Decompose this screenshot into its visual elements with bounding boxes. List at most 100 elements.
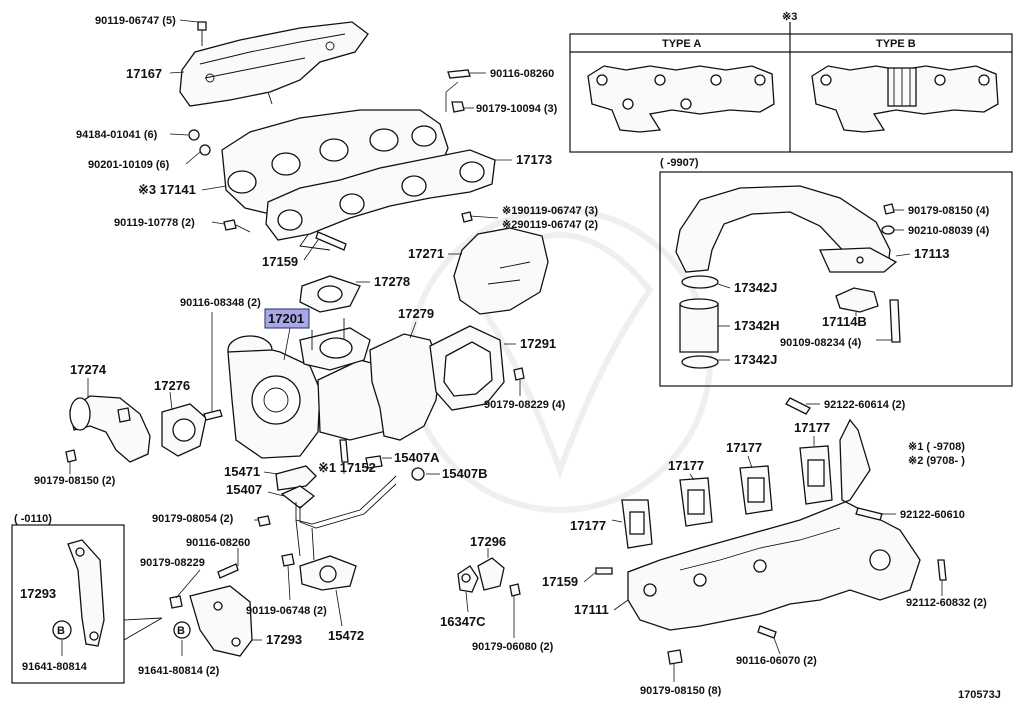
label-17296[interactable]: 17296: [470, 534, 506, 549]
washer-90201-10109[interactable]: [199, 144, 211, 156]
stud-92122-60614[interactable]: [785, 397, 811, 415]
label-17201[interactable]: 17201: [268, 311, 304, 326]
inset-bolt-91641[interactable]: [52, 620, 72, 640]
label-17274[interactable]: 17274: [70, 362, 107, 377]
label-17279[interactable]: 17279: [398, 306, 434, 321]
intake-elbow-17274[interactable]: [69, 395, 151, 463]
label-90179-08229-4[interactable]: 90179-08229 (4): [484, 399, 566, 411]
stud-90116-08348[interactable]: [203, 409, 223, 421]
label-90119-06747-5[interactable]: 90119-06747 (5): [95, 15, 176, 27]
stud-90116-08260-top[interactable]: [447, 69, 471, 79]
nut-90179-08150-left[interactable]: [65, 449, 77, 463]
label-90179-08150-8[interactable]: 90179-08150 (8): [640, 685, 722, 697]
nut-90179-08229-a[interactable]: [513, 367, 525, 381]
exhaust-manifold-gasket-17173[interactable]: [265, 149, 496, 241]
label-17114B[interactable]: 17114B: [822, 314, 867, 329]
label-17271[interactable]: 17271: [408, 246, 444, 261]
label-17177-c[interactable]: 17177: [794, 420, 830, 435]
oil-pipe-15407[interactable]: [280, 475, 397, 561]
label-90119-10778[interactable]: 90119-10778 (2): [114, 217, 195, 229]
gasket-16347C[interactable]: [457, 565, 479, 593]
gasket-17276[interactable]: [161, 403, 207, 457]
label-90116-08260-mid[interactable]: 90116-08260: [186, 537, 250, 549]
bolt-90119-06748[interactable]: [281, 553, 295, 567]
label-90116-08260-top[interactable]: 90116-08260: [490, 68, 554, 80]
label-17293[interactable]: 17293: [266, 632, 302, 647]
washer-90210-08039[interactable]: [881, 225, 895, 235]
label-15471[interactable]: 15471: [224, 464, 260, 479]
gasket-17291[interactable]: [429, 325, 505, 411]
label-17278[interactable]: 17278: [374, 274, 410, 289]
label-17177-d[interactable]: 17177: [570, 518, 606, 533]
bolt-91641-80814-main[interactable]: [173, 621, 191, 639]
label-90179-06080[interactable]: 90179-06080 (2): [472, 641, 554, 653]
inset-stay-17293[interactable]: [67, 539, 105, 647]
label-90109-08234[interactable]: 90109-08234 (4): [780, 337, 862, 349]
exhaust-manifold-17141[interactable]: [221, 109, 449, 251]
hose-17342H[interactable]: [679, 298, 719, 353]
label-90201-10109[interactable]: 90201-10109 (6): [88, 159, 170, 171]
label-inset-17293[interactable]: 17293: [20, 586, 56, 601]
stud-92112-60832[interactable]: [937, 559, 947, 581]
label-90116-08348[interactable]: 90116-08348 (2): [180, 297, 261, 309]
label-17113[interactable]: 17113: [914, 246, 949, 261]
label-92122-60614[interactable]: 92122-60614 (2): [824, 399, 906, 411]
gasket-15407B[interactable]: [411, 467, 425, 481]
label-17173[interactable]: 17173: [516, 152, 552, 167]
label-17167[interactable]: 17167: [126, 66, 162, 81]
gasket-17278[interactable]: [299, 275, 361, 313]
gasket-17114B[interactable]: [835, 287, 879, 313]
label-15472[interactable]: 15472: [328, 628, 364, 643]
union-bolt-15407A[interactable]: [365, 455, 383, 469]
gasket-17177-a[interactable]: [621, 499, 653, 549]
label-90119-06748[interactable]: 90119-06748 (2): [246, 605, 327, 617]
nut-90179-08150-bottom[interactable]: [667, 649, 683, 665]
stud-17152[interactable]: [339, 439, 349, 463]
label-17159-top[interactable]: 17159: [262, 254, 298, 269]
label-15407A[interactable]: 15407A: [394, 450, 440, 465]
label-90179-08229[interactable]: 90179-08229: [140, 557, 205, 569]
type-a-manifold[interactable]: [587, 65, 775, 133]
stud-17159-bottom[interactable]: [595, 567, 613, 575]
label-90119-06747-3[interactable]: ※190119-06747 (3): [502, 205, 598, 217]
label-17111[interactable]: 17111: [574, 602, 609, 617]
nut-90179-08054[interactable]: [257, 515, 271, 527]
label-91641-80814-2[interactable]: 91641-80814 (2): [138, 665, 220, 677]
nut-90179-10094[interactable]: [451, 101, 465, 113]
stud-17159-top[interactable]: [315, 231, 347, 251]
label-17276[interactable]: 17276: [154, 378, 190, 393]
label-94184-01041[interactable]: 94184-01041 (6): [76, 129, 158, 141]
gasket-17177-b[interactable]: [679, 477, 713, 527]
stud-90116-06070[interactable]: [757, 625, 777, 639]
gasket-17177-d[interactable]: [799, 445, 833, 505]
gasket-17177-c[interactable]: [739, 465, 773, 515]
label-92112-60832[interactable]: 92112-60832 (2): [906, 597, 987, 609]
intake-pipe-17113[interactable]: [675, 185, 898, 273]
label-90179-08054[interactable]: 90179-08054 (2): [152, 513, 234, 525]
stud-90116-08260-mid[interactable]: [217, 563, 239, 579]
label-17177-a[interactable]: 17177: [668, 458, 704, 473]
bolt-90119-06747[interactable]: [197, 21, 207, 46]
stud-92122-60610[interactable]: [855, 507, 883, 521]
stud-90119-10778[interactable]: [223, 219, 251, 233]
gasket-15471[interactable]: [275, 465, 317, 491]
intake-manifold-17111[interactable]: [627, 418, 921, 631]
label-17141[interactable]: ※3 17141: [138, 182, 196, 197]
nut-90179-06080[interactable]: [509, 583, 521, 597]
label-90210-08039[interactable]: 90210-08039 (4): [908, 225, 990, 237]
type-b-manifold[interactable]: [811, 65, 999, 133]
heat-insulator-17167[interactable]: [179, 21, 369, 107]
exhaust-elbow-17279[interactable]: [369, 333, 441, 441]
nut-94184-01041[interactable]: [188, 129, 200, 141]
label-inset-91641-80814[interactable]: 91641-80814: [22, 661, 88, 673]
oil-return-gasket-15472[interactable]: [299, 555, 357, 591]
gasket-17296[interactable]: [477, 557, 505, 591]
label-17342H[interactable]: 17342H: [734, 318, 780, 333]
label-90179-08150-left[interactable]: 90179-08150 (2): [34, 475, 116, 487]
nut-90179-08150-pipe[interactable]: [883, 203, 895, 215]
bolt-90119-06747-b[interactable]: [461, 211, 473, 223]
label-92122-60610[interactable]: 92122-60610: [900, 509, 965, 521]
label-17342J-top[interactable]: 17342J: [734, 280, 777, 295]
label-90116-06070[interactable]: 90116-06070 (2): [736, 655, 817, 667]
label-90179-08150-4[interactable]: 90179-08150 (4): [908, 205, 990, 217]
